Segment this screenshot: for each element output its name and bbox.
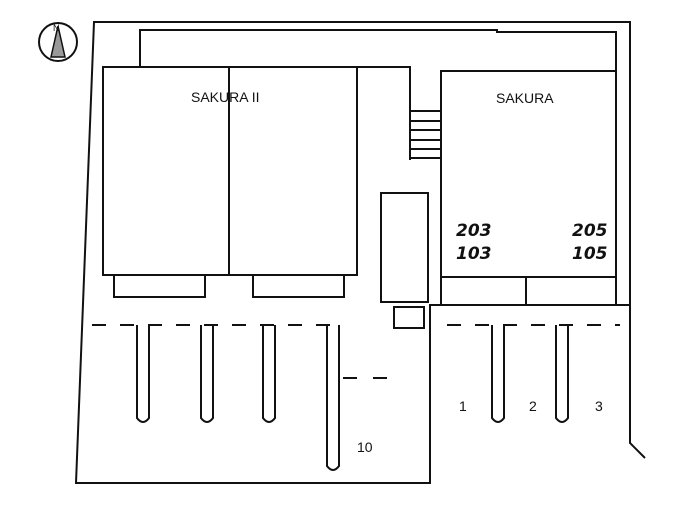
storage-box [380,192,429,303]
unit-number: 103 [456,244,492,264]
compass-icon: N [38,22,78,62]
parking-space-label: 1 [459,398,467,414]
small-box [393,306,425,329]
parking-space-label: 2 [529,398,537,414]
building-name: SAKURA II [191,89,259,105]
compass-label: N [53,23,60,33]
unit-number: 205 [572,221,608,241]
parking-space-label: 10 [357,439,373,455]
balcony [252,274,345,298]
parking-dividers [136,325,569,471]
unit-number: 105 [572,244,608,264]
stairs [357,66,441,160]
unit-number: 203 [456,221,492,241]
building-sakura: SAKURA 203 205 103 105 [440,70,617,305]
lot-boundary [74,21,631,484]
building-sakura-ii: SAKURA II [102,66,358,298]
building-name: SAKURA [496,90,554,106]
lot-boundary-right [629,305,646,459]
balcony [113,274,206,298]
parking-space-label: 3 [595,398,603,414]
